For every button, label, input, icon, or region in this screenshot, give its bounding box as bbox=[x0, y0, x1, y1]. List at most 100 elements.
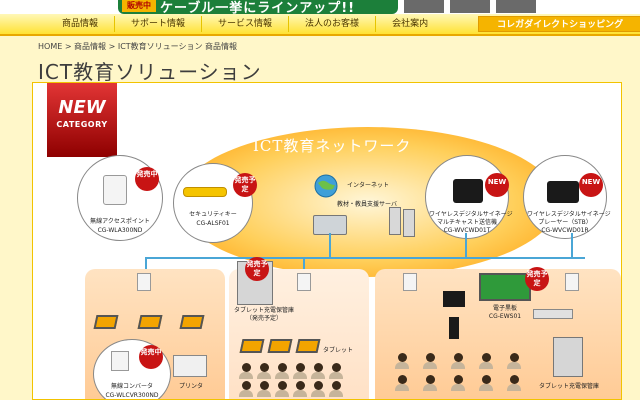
student-icon bbox=[329, 363, 343, 379]
student-icon bbox=[293, 381, 307, 397]
electronic-whiteboard-icon bbox=[479, 273, 531, 301]
network-line bbox=[465, 233, 467, 259]
student-icon bbox=[293, 363, 307, 379]
signage-t-badge: NEW bbox=[485, 173, 509, 197]
signage-r-model: CG-WVCWD01R bbox=[541, 227, 589, 234]
student-icon bbox=[507, 353, 521, 369]
converter-model: CG-WLCVR300ND bbox=[105, 392, 159, 399]
student-icon bbox=[423, 353, 437, 369]
board-desc: 電子黒板 bbox=[492, 305, 517, 312]
charger-sub: （発売予定） bbox=[245, 315, 282, 322]
key-badge: 発売予定 bbox=[233, 173, 257, 197]
ap-model: CG-WLA300ND bbox=[97, 227, 143, 234]
access-point-icon bbox=[403, 273, 417, 291]
network-title: ICT教育ネットワーク bbox=[253, 137, 412, 155]
student-icon bbox=[257, 381, 271, 397]
network-line bbox=[145, 257, 585, 259]
nav-item-products[interactable]: 商品情報 bbox=[62, 19, 99, 29]
network-switch-icon bbox=[313, 215, 347, 235]
signage-t-desc1: ワイヤレスデジタルサイネージ bbox=[429, 211, 513, 218]
banner-ad[interactable] bbox=[118, 0, 398, 14]
internet-label: インターネット bbox=[347, 182, 390, 189]
signage-r-badge: NEW bbox=[579, 173, 603, 197]
access-point-icon bbox=[565, 273, 579, 291]
student-icon bbox=[451, 353, 465, 369]
nav-item-services[interactable]: サービス情報 bbox=[201, 16, 288, 32]
board-model: CG-EWS01 bbox=[488, 313, 522, 320]
breadcrumb[interactable]: HOME > 商品情報 > ICT教育ソリューション 商品情報 bbox=[38, 42, 238, 51]
student-icon bbox=[257, 363, 271, 379]
student-icon bbox=[507, 375, 521, 391]
student-icon bbox=[329, 381, 343, 397]
network-line bbox=[329, 233, 331, 259]
signage-t-model: CG-WVCWD01T bbox=[443, 227, 491, 234]
banner-product-image bbox=[496, 0, 536, 13]
security-key-icon bbox=[183, 187, 227, 197]
signage-t-desc2: マルチキャスト送信機 bbox=[436, 219, 497, 226]
student-icon bbox=[311, 381, 325, 397]
nav-item-direct-shopping[interactable]: コレガダイレクトショッピング bbox=[478, 16, 640, 32]
key-model: CG-ALSF01 bbox=[196, 220, 230, 227]
key-desc: セキュリティキー bbox=[189, 211, 237, 218]
student-icon bbox=[479, 375, 493, 391]
signage-r-desc2: プレーヤー（STB） bbox=[538, 219, 592, 226]
network-line bbox=[303, 257, 305, 275]
network-line bbox=[145, 257, 147, 275]
student-icon bbox=[423, 375, 437, 391]
ap-desc: 無線アクセスポイント bbox=[90, 218, 150, 225]
tablet-icon bbox=[93, 315, 119, 329]
student-icon bbox=[239, 363, 253, 379]
signage-device-icon bbox=[443, 291, 465, 307]
signage-r-bubble bbox=[523, 155, 607, 239]
server-label: 教材・教員支援サーバ bbox=[337, 201, 397, 208]
top-banner[interactable]: 販売中 ケーブル一挙にラインアップ!! bbox=[0, 0, 640, 14]
page-title: ICT教育ソリューション bbox=[38, 60, 262, 84]
nav-item-company[interactable]: 会社案内 bbox=[375, 16, 444, 32]
student-icon bbox=[275, 363, 289, 379]
student-icon bbox=[311, 363, 325, 379]
signage-r-desc1: ワイヤレスデジタルサイネージ bbox=[527, 211, 611, 218]
access-point-icon bbox=[297, 273, 311, 291]
tablet-icon bbox=[137, 315, 163, 329]
wireless-converter-icon bbox=[111, 351, 129, 371]
tablet-icon bbox=[267, 339, 293, 353]
student-icon bbox=[275, 381, 289, 397]
network-line bbox=[571, 233, 573, 259]
student-icon bbox=[395, 375, 409, 391]
board-badge: 発売予定 bbox=[525, 267, 549, 291]
banner-product-image bbox=[404, 0, 444, 13]
new-category-badge: NEW CATEGORY bbox=[47, 83, 117, 157]
access-point-icon bbox=[103, 175, 127, 205]
signage-receiver-icon bbox=[547, 181, 579, 203]
student-icon bbox=[479, 353, 493, 369]
banner-product-image bbox=[450, 0, 490, 13]
printer-icon bbox=[173, 355, 207, 377]
banner-headline: ケーブル一挙にラインアップ!! bbox=[160, 1, 356, 14]
signage-transmitter-icon bbox=[453, 179, 483, 203]
converter-badge: 発売中 bbox=[139, 345, 163, 369]
server-icon bbox=[389, 207, 401, 235]
internet-globe-icon bbox=[314, 174, 338, 198]
banner-badge: 販売中 bbox=[122, 0, 156, 12]
ap-badge: 発売中 bbox=[135, 167, 159, 191]
server-icon bbox=[403, 209, 415, 237]
tablet-icon bbox=[295, 339, 321, 353]
charging-cabinet-icon bbox=[553, 337, 583, 377]
wireless-device-icon bbox=[449, 317, 459, 339]
projector-icon bbox=[533, 309, 573, 319]
converter-desc: 無線コンバータ bbox=[110, 383, 153, 390]
tablet-label: タブレット bbox=[323, 347, 354, 354]
diagram-card: NEW CATEGORY ICT教育ネットワーク インターネット 教材・教員支援… bbox=[32, 82, 622, 400]
access-point-icon bbox=[137, 273, 151, 291]
charger-desc: タブレット充電保管庫 bbox=[233, 307, 294, 314]
main-nav: 商品情報 サポート情報 サービス情報 法人のお客様 会社案内 コレガダイレクトシ… bbox=[0, 14, 640, 36]
nav-item-support[interactable]: サポート情報 bbox=[114, 16, 201, 32]
student-icon bbox=[451, 375, 465, 391]
student-icon bbox=[395, 353, 409, 369]
tablet-icon bbox=[239, 339, 265, 353]
nav-item-business[interactable]: 法人のお客様 bbox=[288, 16, 375, 32]
tablet-icon bbox=[179, 315, 205, 329]
printer-label: プリンタ bbox=[179, 383, 204, 390]
charger2-label: タブレット充電保管庫 bbox=[539, 383, 600, 390]
charger-badge: 発売予定 bbox=[245, 257, 269, 281]
